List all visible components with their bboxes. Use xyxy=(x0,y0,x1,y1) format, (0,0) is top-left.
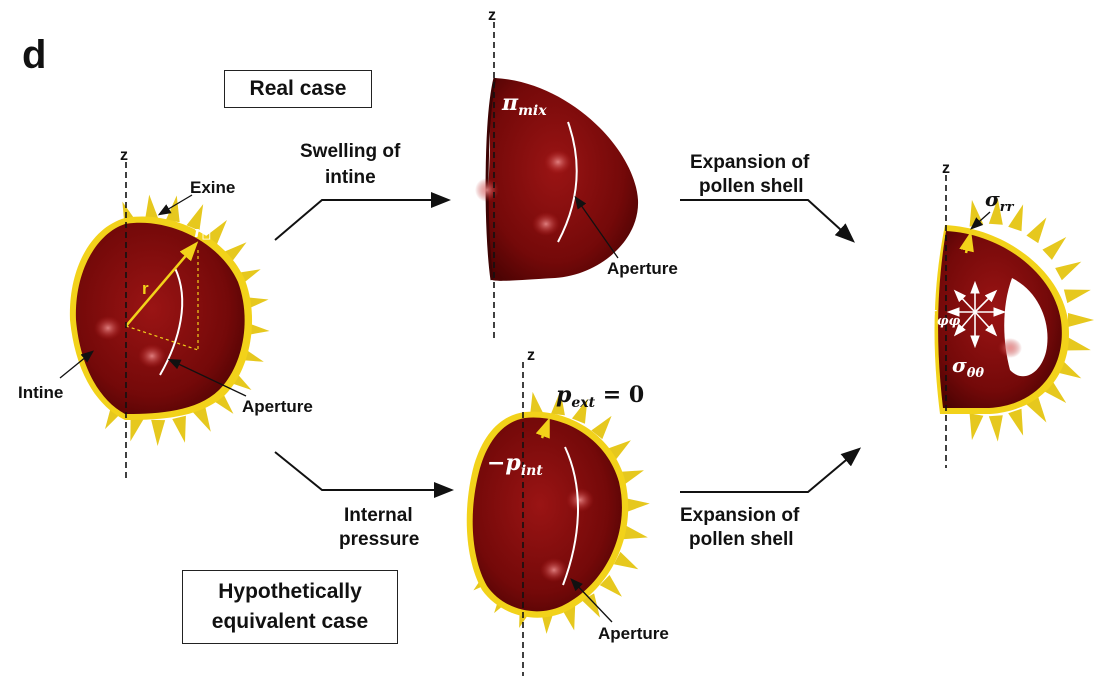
sigma-phiphi-symbol: σ xyxy=(922,301,937,325)
top-z-label: z xyxy=(488,7,496,24)
bottom-aperture-label: Aperture xyxy=(598,624,669,643)
sigma-rr-symbol: σ xyxy=(985,187,1000,211)
hypothetical-case-box: Hypothetically equivalent case xyxy=(182,570,398,644)
swelling-arrow xyxy=(275,200,447,240)
hypothetical-label-line1: Hypothetically xyxy=(183,577,397,607)
hypothetical-label-line2: equivalent case xyxy=(183,607,397,637)
expansion-bottom-line2: pollen shell xyxy=(689,529,794,550)
spike xyxy=(1008,409,1023,436)
bottom-highlight-2 xyxy=(540,558,568,582)
left-pollen xyxy=(70,195,270,446)
p-ext-label: pext = 0 xyxy=(556,382,644,411)
swelling-label-line2: intine xyxy=(325,167,376,188)
left-r-vector-label: r⃗ xyxy=(194,223,211,241)
spike xyxy=(1064,290,1091,304)
right-highlight xyxy=(998,338,1022,358)
left-highlight-2 xyxy=(138,344,166,368)
left-highlight-1 xyxy=(94,316,122,340)
left-r-label: r xyxy=(142,279,149,298)
spike xyxy=(625,498,649,512)
bottom-pollen xyxy=(467,391,650,634)
internal-label-line1: Internal xyxy=(344,505,413,526)
bottom-z-label: z xyxy=(527,347,535,364)
sigma-rr-label: σrr xyxy=(985,187,1015,215)
spike xyxy=(1026,218,1046,244)
internal-pressure-arrow xyxy=(275,452,450,490)
spike xyxy=(970,413,984,440)
p-ext-equals: = 0 xyxy=(595,382,644,408)
bottom-highlight-1 xyxy=(566,488,594,512)
real-case-box: Real case xyxy=(224,70,372,108)
top-aperture-label: Aperture xyxy=(607,259,678,278)
intine-label: Intine xyxy=(18,383,63,402)
top-highlight-2 xyxy=(475,178,499,202)
top-highlight-3 xyxy=(532,212,560,236)
right-z-label: z xyxy=(942,160,950,177)
pi-subscript: mix xyxy=(518,103,547,119)
left-z-label: z xyxy=(120,147,128,164)
pi-symbol: π xyxy=(501,90,519,116)
sigma-thetatheta-subscript: θθ xyxy=(967,366,985,381)
spike xyxy=(1042,237,1066,260)
real-case-label: Real case xyxy=(250,77,347,100)
spike xyxy=(151,420,165,446)
p-ext-symbol: p xyxy=(556,382,572,408)
p-int-symbol: −p xyxy=(487,450,521,476)
expansion-bottom-line1: Expansion of xyxy=(680,505,800,526)
p-int-subscript: int xyxy=(521,463,543,479)
expansion-top-line1: Expansion of xyxy=(690,152,810,173)
expansion-top-line2: pollen shell xyxy=(699,176,804,197)
internal-label-line2: pressure xyxy=(339,529,419,550)
expansion-bottom-arrow xyxy=(680,450,858,492)
expansion-top-arrow xyxy=(680,200,852,240)
left-aperture-label: Aperture xyxy=(242,397,313,416)
sigma-rr-subscript: rr xyxy=(1000,200,1015,215)
panel-letter: d xyxy=(22,33,46,77)
spike xyxy=(1068,313,1094,327)
top-highlight-1 xyxy=(544,150,572,174)
top-hemisphere xyxy=(475,78,638,281)
spike xyxy=(989,415,1003,441)
spike xyxy=(1055,262,1081,281)
exine-label: Exine xyxy=(190,178,235,197)
spike xyxy=(970,200,984,227)
p-ext-subscript: ext xyxy=(571,395,595,411)
sigma-phiphi-subscript: φφ xyxy=(937,314,961,329)
spike xyxy=(623,526,648,540)
sigma-thetatheta-symbol: σ xyxy=(952,353,967,377)
spike xyxy=(172,416,186,443)
swelling-label-line1: Swelling of xyxy=(300,141,401,162)
